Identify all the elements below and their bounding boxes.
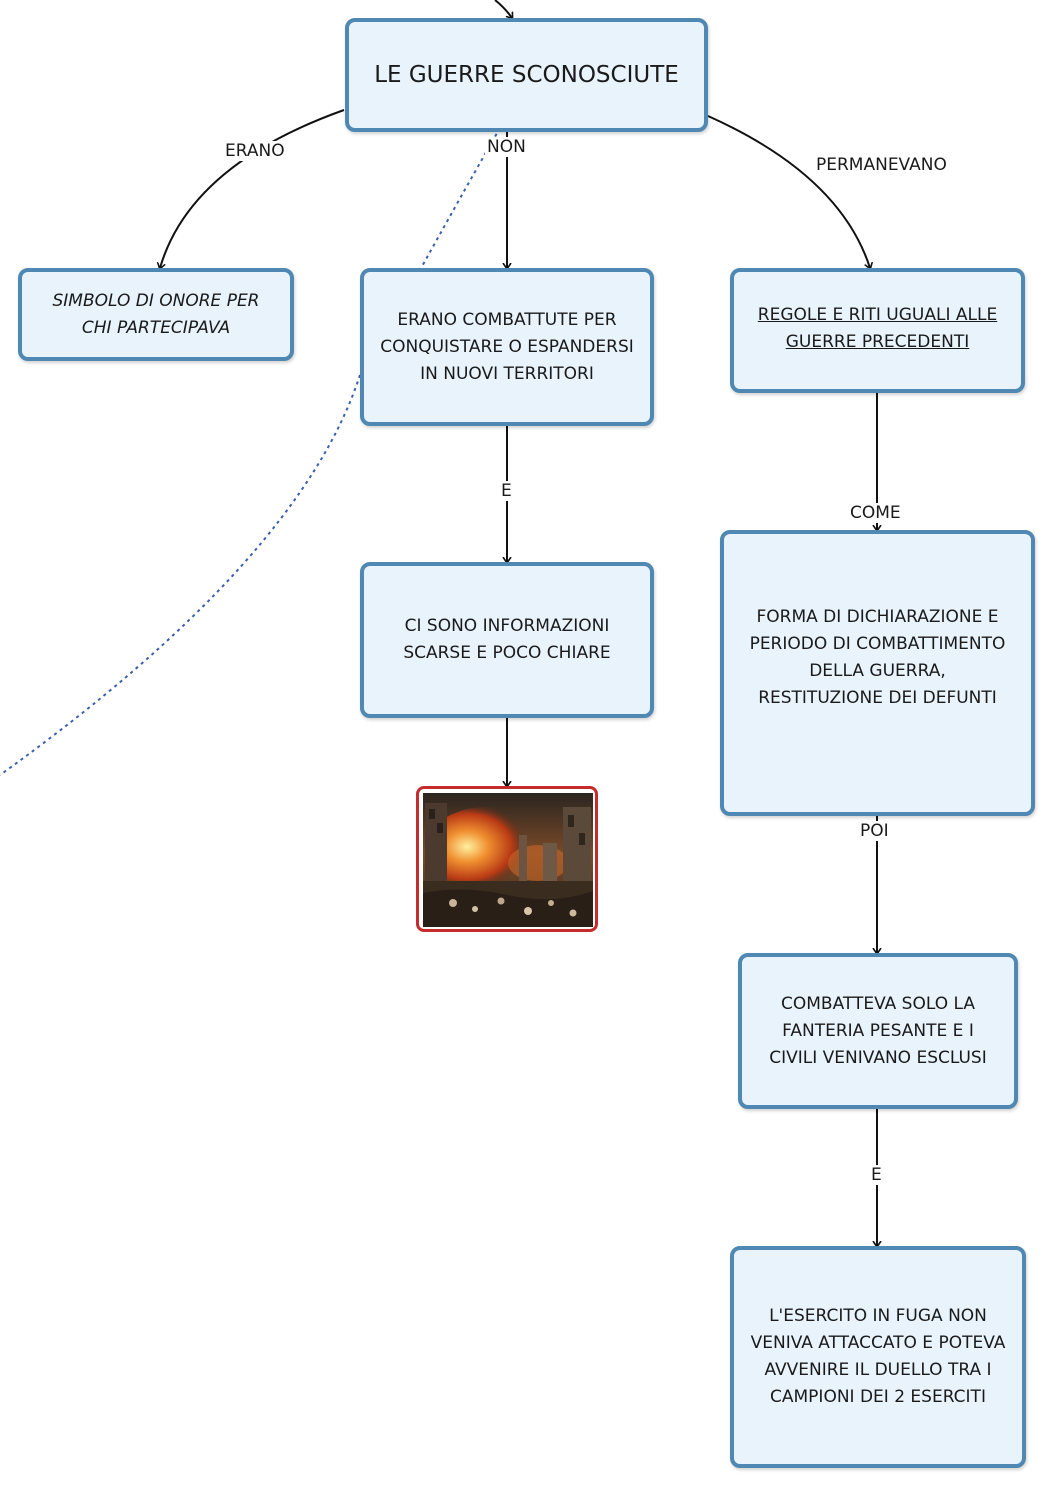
- honor-node[interactable]: SIMBOLO DI ONORE PER CHI PARTECIPAVA: [18, 268, 294, 361]
- connector-erano: [160, 109, 345, 268]
- burning-city-image-frame[interactable]: [416, 786, 598, 932]
- link-label-come: COME: [848, 503, 903, 523]
- rules-label: REGOLE E RITI UGUALI ALLE GUERRE PRECEDE…: [757, 305, 998, 352]
- info-label: CI SONO INFORMAZIONI SCARSE E POCO CHIAR…: [403, 616, 611, 663]
- declaration-node[interactable]: FORMA DI DICHIARAZIONE E PERIODO DI COMB…: [720, 530, 1035, 816]
- link-label-e-second: E: [869, 1165, 884, 1185]
- declaration-label: FORMA DI DICHIARAZIONE E PERIODO DI COMB…: [749, 607, 1006, 708]
- army-label: L'ESERCITO IN FUGA NON VENIVA ATTACCATO …: [750, 1306, 1006, 1407]
- rules-node[interactable]: REGOLE E RITI UGUALI ALLE GUERRE PRECEDE…: [730, 268, 1025, 393]
- honor-label: SIMBOLO DI ONORE PER CHI PARTECIPAVA: [52, 290, 260, 338]
- info-node[interactable]: CI SONO INFORMAZIONI SCARSE E POCO CHIAR…: [360, 562, 654, 718]
- link-label-permanevano: PERMANEVANO: [814, 155, 949, 175]
- infantry-label: COMBATTEVA SOLO LA FANTERIA PESANTE E I …: [769, 993, 987, 1068]
- link-label-e-first: E: [499, 481, 514, 501]
- link-label-erano: ERANO: [223, 141, 287, 161]
- incoming-connector: [494, 0, 512, 18]
- burning-city-painting-icon: [423, 793, 593, 927]
- root-concept-node[interactable]: LE GUERRE SCONOSCIUTE: [345, 18, 708, 132]
- infantry-node[interactable]: COMBATTEVA SOLO LA FANTERIA PESANTE E I …: [738, 953, 1018, 1109]
- link-label-poi: POI: [858, 821, 891, 841]
- conquest-node[interactable]: ERANO COMBATTUTE PER CONQUISTARE O ESPAN…: [360, 268, 654, 426]
- connector-permanevano: [707, 115, 870, 268]
- conquest-label: ERANO COMBATTUTE PER CONQUISTARE O ESPAN…: [380, 309, 634, 384]
- root-concept-label: LE GUERRE SCONOSCIUTE: [374, 62, 679, 88]
- army-node[interactable]: L'ESERCITO IN FUGA NON VENIVA ATTACCATO …: [730, 1246, 1026, 1468]
- link-label-non: NON: [485, 137, 528, 157]
